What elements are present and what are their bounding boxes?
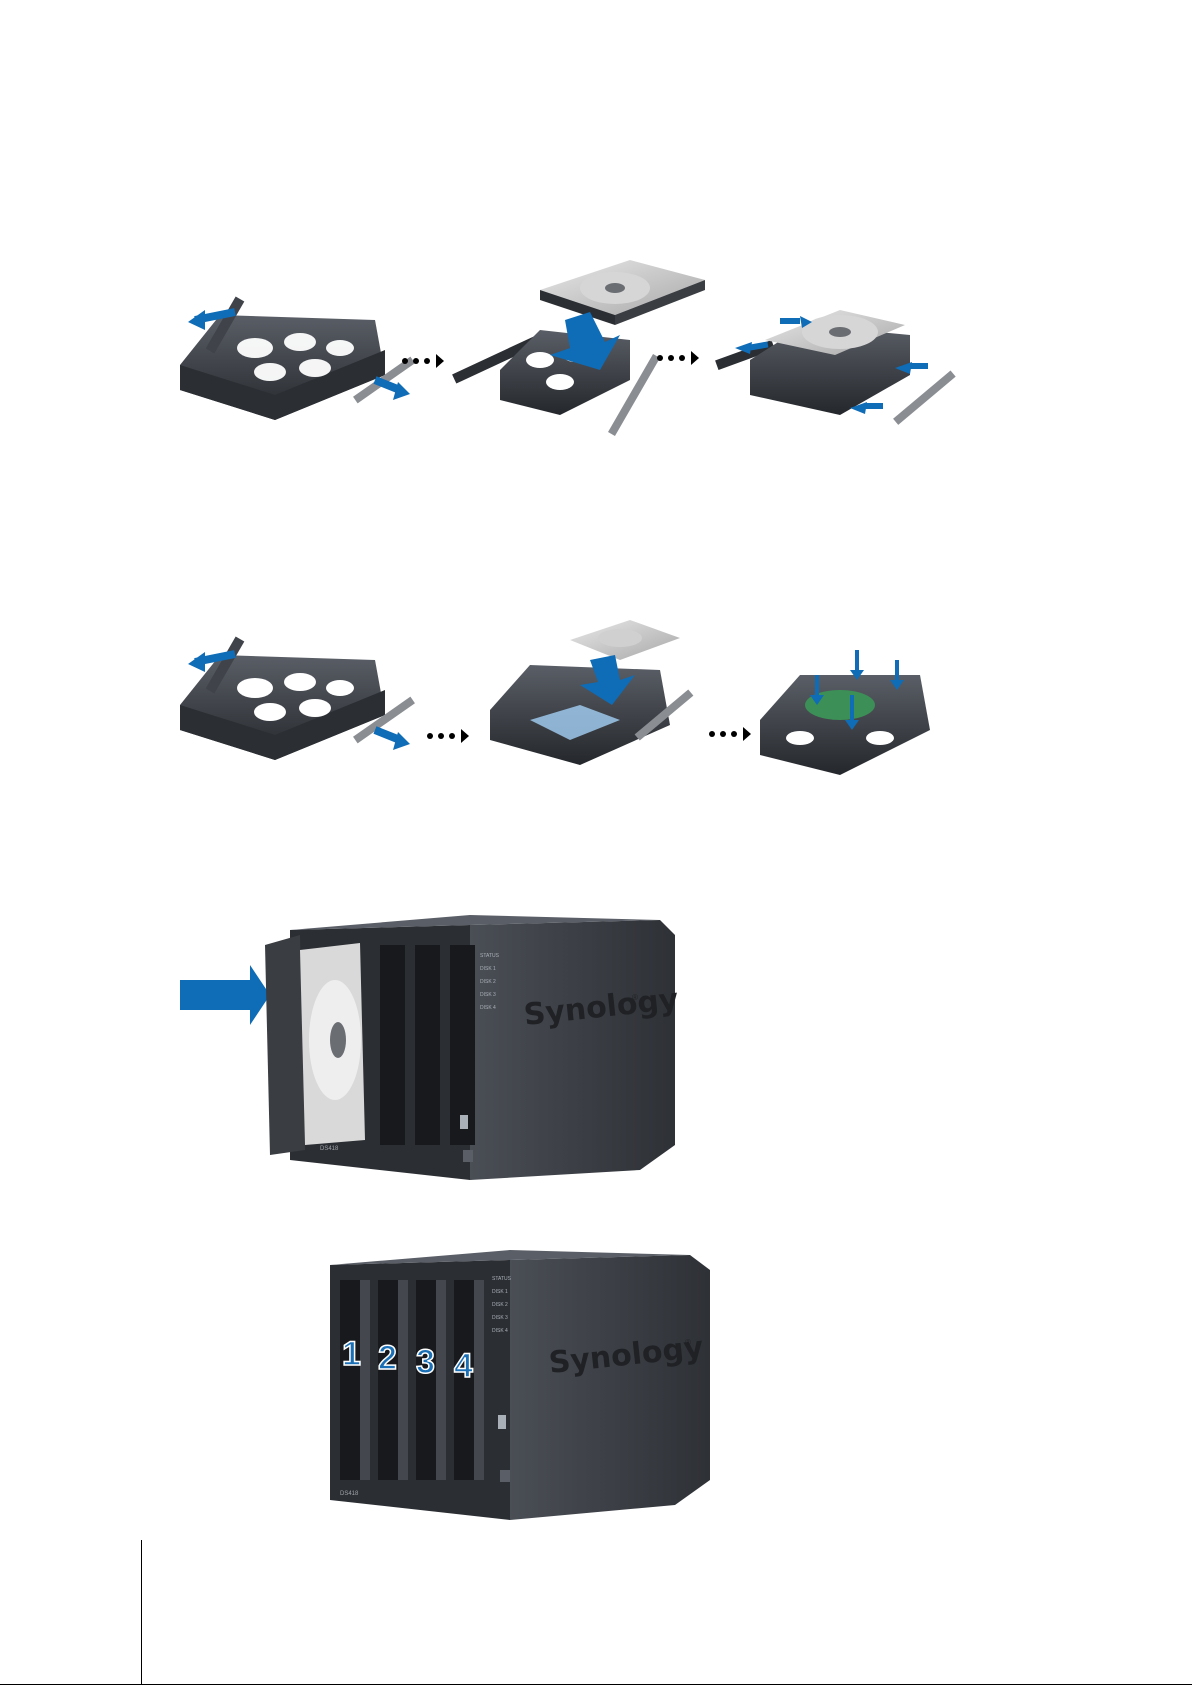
led-label: DISK 2 bbox=[492, 1302, 508, 1308]
tray-35-illustration bbox=[160, 230, 1020, 480]
figure-insert-drive-tray: STATUS DISK 1 DISK 2 DISK 3 DISK 4 Synol… bbox=[170, 905, 730, 1185]
led-label: DISK 3 bbox=[492, 1315, 508, 1321]
drive-tray-handle bbox=[265, 935, 305, 1155]
model-label: DS418 bbox=[340, 1491, 359, 1497]
power-button-icon bbox=[463, 1150, 473, 1162]
led-label: DISK 4 bbox=[480, 1005, 496, 1011]
led-label: DISK 1 bbox=[492, 1289, 508, 1295]
tray-small-drive-screwed bbox=[760, 650, 930, 775]
led-label: STATUS bbox=[480, 953, 500, 959]
slot-number-2: 2 bbox=[378, 1339, 397, 1377]
led-label: DISK 3 bbox=[480, 992, 496, 998]
tray-with-drive bbox=[452, 260, 705, 436]
led-label: DISK 2 bbox=[480, 979, 496, 985]
led-label: DISK 4 bbox=[492, 1328, 508, 1334]
registered-mark: ® bbox=[685, 1338, 691, 1347]
led-label: DISK 1 bbox=[480, 966, 496, 972]
figure-3-5-inch-tray-steps bbox=[160, 230, 1020, 480]
nas-insert-illustration: STATUS DISK 1 DISK 2 DISK 3 DISK 4 Synol… bbox=[170, 905, 730, 1185]
step-arrow-icon bbox=[657, 351, 699, 365]
figure-drive-slot-numbers: 1 2 3 4 STATUS DISK 1 DISK 2 DISK 3 DISK… bbox=[320, 1245, 740, 1540]
step-arrow-icon bbox=[427, 729, 469, 743]
tray-with-small-drive bbox=[490, 620, 693, 765]
usb-port-icon bbox=[498, 1415, 506, 1429]
figure-2-5-inch-tray-steps bbox=[160, 620, 1020, 820]
slot-number-4: 4 bbox=[454, 1347, 473, 1385]
slot-number-1: 1 bbox=[342, 1335, 361, 1373]
power-button-icon bbox=[500, 1470, 510, 1482]
page-margin-rule bbox=[141, 1540, 142, 1685]
registered-mark: ® bbox=[632, 993, 638, 1002]
nas-side-panel bbox=[510, 1255, 710, 1520]
nas-slots-illustration: 1 2 3 4 STATUS DISK 1 DISK 2 DISK 3 DISK… bbox=[320, 1245, 740, 1540]
model-label: DS418 bbox=[320, 1146, 339, 1152]
led-label: STATUS bbox=[492, 1276, 512, 1282]
arrow-right-icon bbox=[180, 965, 270, 1025]
slot-number-3: 3 bbox=[416, 1343, 435, 1381]
nas-side-panel bbox=[470, 920, 675, 1180]
step-arrow-icon bbox=[709, 727, 751, 741]
usb-port-icon bbox=[460, 1115, 468, 1129]
tray-25-illustration bbox=[160, 620, 1020, 820]
